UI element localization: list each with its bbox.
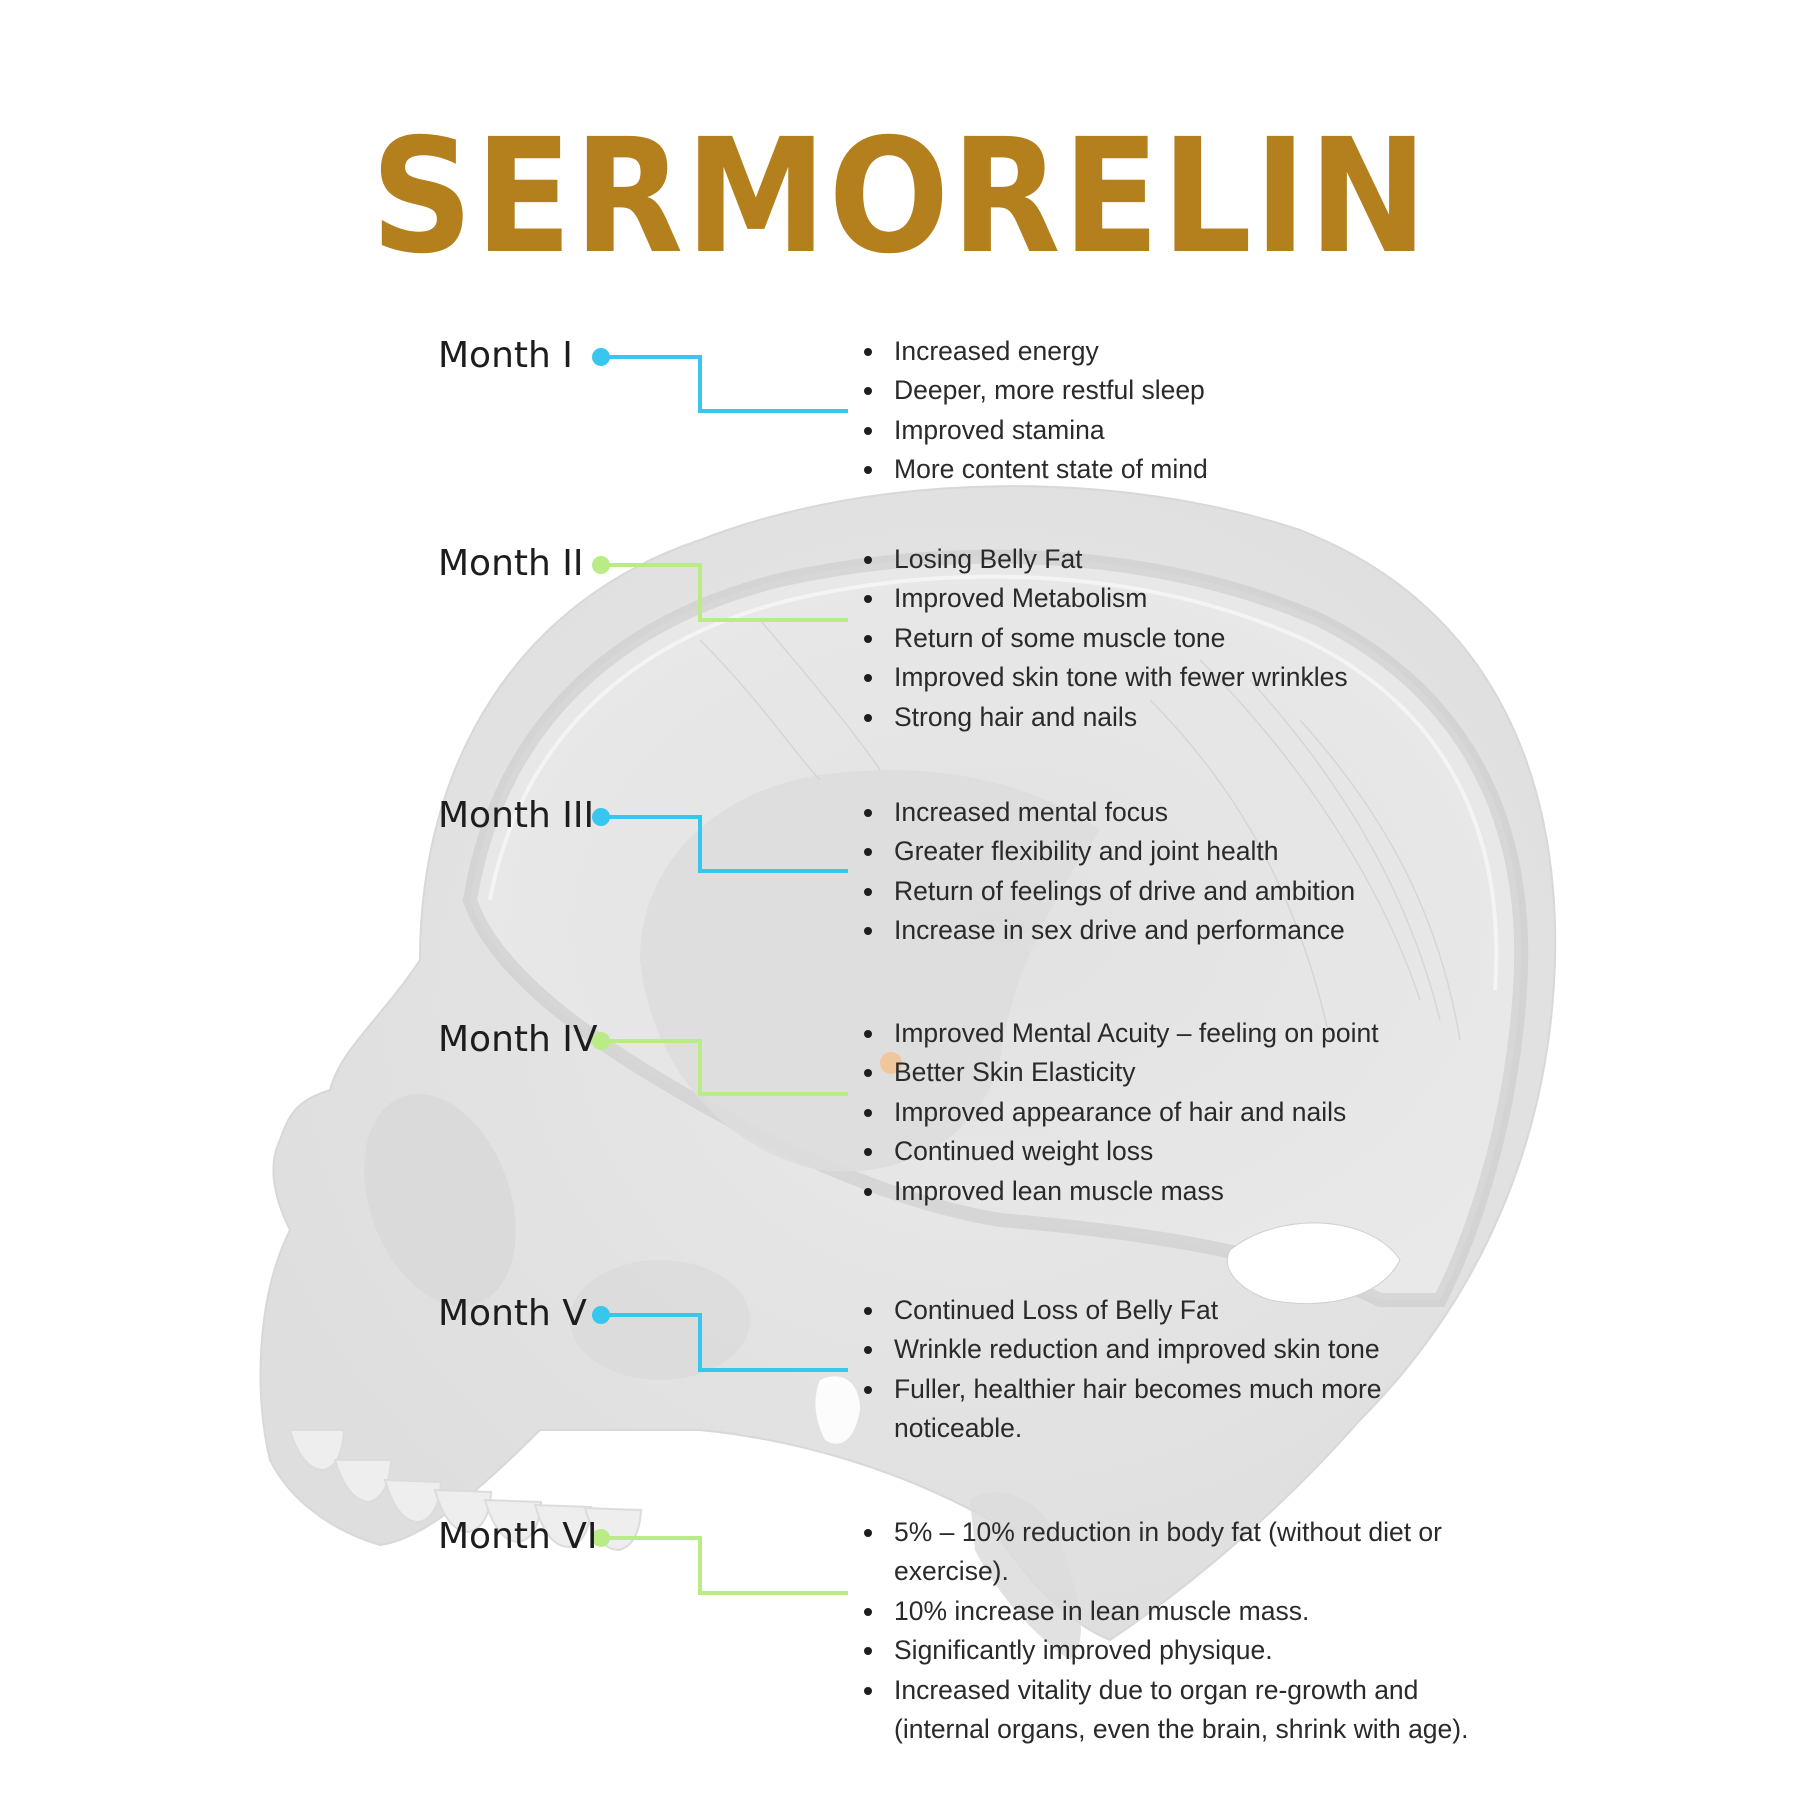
bullet-icon (864, 1148, 872, 1157)
list-item: 10% increase in lean muscle mass. (862, 1592, 1468, 1631)
bullet-icon (864, 1108, 872, 1117)
benefits-list-month-5: Continued Loss of Belly Fat Wrinkle redu… (862, 1291, 1382, 1449)
orbit-opening (815, 1376, 860, 1444)
list-item: Increased energy (862, 332, 1208, 371)
bullet-icon (864, 1529, 872, 1537)
pituitary-highlight (880, 1052, 902, 1074)
bullet-icon (864, 1686, 872, 1695)
list-item: Improved lean muscle mass (862, 1172, 1379, 1211)
list-item: Losing Belly Fat (862, 540, 1348, 579)
list-item: Improved Metabolism (862, 579, 1348, 618)
list-item: Increased vitality due to organ re-growt… (862, 1671, 1468, 1750)
bullet-icon (864, 387, 872, 396)
page-title: SERMORELIN (370, 105, 1430, 289)
bullet-icon (864, 1030, 872, 1038)
list-item: Improved Mental Acuity – feeling on poin… (862, 1014, 1379, 1053)
bullet-icon (864, 927, 872, 936)
foramen-opening (1226, 1222, 1401, 1305)
list-item: Increased mental focus (862, 793, 1355, 832)
bullet-icon (864, 426, 872, 435)
list-item: Increase in sex drive and performance (862, 911, 1355, 950)
month-label-4: Month IV (438, 1019, 598, 1060)
list-item: Improved stamina (862, 411, 1208, 450)
benefits-list-month-1: Increased energy Deeper, more restful sl… (862, 332, 1208, 490)
bullet-icon (864, 887, 872, 896)
list-item: Return of feelings of drive and ambition (862, 872, 1355, 911)
list-item: Continued Loss of Belly Fat (862, 1291, 1382, 1330)
list-item: Significantly improved physique. (862, 1631, 1468, 1670)
bullet-icon (864, 466, 872, 475)
month-label-6: Month VI (438, 1516, 598, 1557)
bullet-icon (864, 713, 872, 722)
bullet-icon (864, 1187, 872, 1196)
month-label-2: Month II (438, 543, 584, 584)
bullet-icon (864, 556, 872, 564)
benefits-list-month-3: Increased mental focus Greater flexibili… (862, 793, 1355, 951)
list-item: Fuller, healthier hair becomes much more… (862, 1370, 1382, 1449)
bullet-icon (864, 848, 872, 857)
bullet-icon (864, 1607, 872, 1616)
list-item: Strong hair and nails (862, 698, 1348, 737)
list-item: Improved skin tone with fewer wrinkles (862, 658, 1348, 697)
bullet-icon (864, 1069, 872, 1078)
month-label-1: Month I (438, 335, 573, 376)
list-item: Deeper, more restful sleep (862, 371, 1208, 410)
list-item: Better Skin Elasticity (862, 1053, 1379, 1092)
list-item: More content state of mind (862, 450, 1208, 489)
benefits-list-month-2: Losing Belly Fat Improved Metabolism Ret… (862, 540, 1348, 737)
list-item: Improved appearance of hair and nails (862, 1093, 1379, 1132)
bullet-icon (864, 1647, 872, 1656)
list-item: Greater flexibility and joint health (862, 832, 1355, 871)
bullet-icon (864, 348, 872, 356)
eye-socket (364, 1093, 516, 1307)
teeth (288, 1429, 643, 1552)
bullet-icon (864, 809, 872, 817)
list-item: Wrinkle reduction and improved skin tone (862, 1330, 1382, 1369)
bullet-icon (864, 1385, 872, 1394)
bullet-icon (864, 634, 872, 643)
benefits-list-month-6: 5% – 10% reduction in body fat (without … (862, 1513, 1468, 1749)
list-item: Continued weight loss (862, 1132, 1379, 1171)
list-item: 5% – 10% reduction in body fat (without … (862, 1513, 1468, 1592)
benefits-list-month-4: Improved Mental Acuity – feeling on poin… (862, 1014, 1379, 1211)
fiber-lines (699, 619, 1461, 1041)
month-label-3: Month III (438, 795, 595, 836)
bullet-icon (864, 1346, 872, 1355)
bullet-icon (864, 595, 872, 604)
bullet-icon (864, 674, 872, 683)
list-item: Return of some muscle tone (862, 619, 1348, 658)
month-label-5: Month V (438, 1293, 587, 1334)
bullet-icon (864, 1307, 872, 1315)
